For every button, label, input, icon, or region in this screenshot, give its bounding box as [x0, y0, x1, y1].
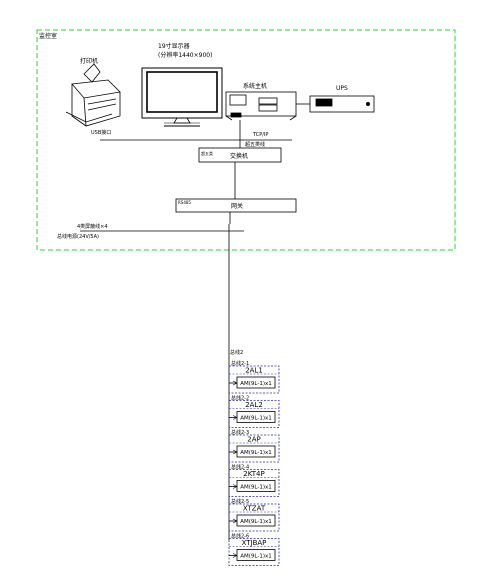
module-box: [228, 469, 280, 497]
switch-label: 交换机: [230, 152, 248, 160]
module-branch-label: 总线2-6: [231, 533, 249, 540]
module-branch-label: 总线2-1: [231, 360, 249, 367]
module-device-label: AM(9L-1)x1: [240, 416, 272, 422]
control-room-boundary: [36, 29, 456, 251]
control-room-label: 监控室: [39, 32, 57, 40]
module-box: [228, 538, 280, 566]
module-box-label: 2AP: [247, 436, 260, 444]
branch-arrow-icon: [232, 553, 238, 558]
system-host-icon: [225, 91, 297, 121]
branch-arrow-icon: [232, 415, 238, 420]
module-box: [228, 503, 280, 532]
module-device-label: AM(9L-1)x1: [240, 450, 272, 456]
device-box: [236, 549, 276, 561]
ups-label: UPS: [336, 85, 348, 92]
connection-lines: [80, 103, 310, 540]
gateway-tag: RS485: [178, 200, 191, 205]
module-device-label: AM(9L-1)x1: [240, 381, 272, 387]
printer-label: 打印机: [80, 57, 98, 65]
switch-tag: 超五类: [201, 150, 213, 156]
host-net-label-2: 超五类线: [245, 141, 265, 148]
module-device-label: AM(9L-1)x1: [240, 554, 272, 560]
gateway-label: 网关: [231, 202, 243, 210]
module-box-label: XTJBAP: [242, 539, 267, 547]
monitor-icon: [141, 67, 223, 127]
branch-arrow-icon: [232, 449, 238, 455]
bus-label-line2: 总线电源(24V/5A): [57, 233, 99, 240]
device-box: [236, 480, 276, 492]
trunk-label: 总线2: [230, 349, 243, 356]
module-branch-label: 总线2-4: [231, 464, 249, 471]
system-host-label: 系统主机: [243, 82, 267, 90]
module-box-label: 2AL1: [245, 367, 263, 375]
module-box-label: XTZAT: [243, 505, 266, 513]
gateway-box: [175, 198, 297, 213]
module-device-label: AM(9L-1)x1: [240, 485, 272, 491]
device-box: [236, 376, 276, 389]
printer-port-label: USB接口: [91, 129, 111, 136]
module-box-label: 2KT4P: [243, 470, 264, 478]
switch-box: [198, 147, 282, 163]
bus-label-line1: 4类屏蔽线×4: [77, 223, 108, 230]
module-box: [228, 434, 280, 463]
device-box: [236, 445, 276, 458]
module-branch-label: 总线2-2: [231, 395, 249, 402]
monitor-label-line2: (分辨率1440×900): [158, 51, 212, 59]
branch-arrow-icon: [232, 484, 238, 489]
module-branch-label: 总线2-3: [231, 429, 249, 436]
module-box: [228, 400, 280, 428]
module-device-label: AM(9L-1)x1: [240, 519, 272, 525]
branch-arrow-icon: [232, 518, 238, 524]
module-stack: 总线2-12AL1AM(9L-1)x1总线2-22AL2AM(9L-1)x1总线…: [228, 360, 280, 566]
printer-icon: [65, 63, 121, 127]
module-box: [228, 365, 280, 394]
branch-arrow-icon: [232, 380, 238, 386]
monitor-label-line1: 19寸显示器: [158, 42, 190, 50]
ups-icon: [309, 95, 375, 113]
device-box: [236, 514, 276, 527]
device-box: [236, 411, 276, 423]
host-net-label-1: TCP/IP: [252, 132, 268, 138]
module-box-label: 2AL2: [245, 401, 263, 409]
module-branch-label: 总线2-5: [231, 498, 249, 505]
